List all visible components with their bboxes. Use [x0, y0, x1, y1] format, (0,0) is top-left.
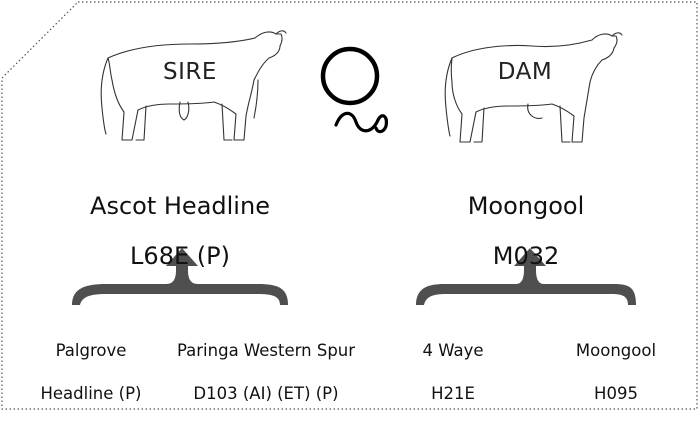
sire-gp2-line2: D103 (AI) (ET) (P) [193, 384, 339, 403]
dam-gp2-line1: Moongool [575, 341, 657, 360]
sire-grandparent-1: Palgrove Headline (P) [27, 320, 155, 425]
polled-symbol-icon [320, 46, 388, 134]
dam-name-line2: M032 [492, 242, 560, 270]
pedigree-graphics [1, 1, 698, 410]
dam-name: Moongool M032 [426, 172, 626, 291]
sire-gp1-line1: Palgrove [55, 341, 127, 360]
sire-grandparent-2: Paringa Western Spur D103 (AI) (ET) (P) [152, 320, 380, 425]
sire-name-line2: L68E (P) [130, 242, 230, 270]
dotted-frame [1, 1, 698, 410]
dam-name-line1: Moongool [467, 192, 585, 220]
sire-gp2-line1: Paringa Western Spur [176, 341, 356, 360]
dam-grandparent-1: 4 Waye H21E [398, 320, 508, 425]
dam-bracket-arrow [416, 248, 636, 305]
sire-name-line1: Ascot Headline [90, 192, 270, 220]
cow-outline-icon [444, 32, 623, 143]
pedigree-diagram: SIRE DAM Ascot Headline L68E (P) Moongoo… [1, 1, 698, 410]
dam-gp1-line2: H21E [431, 384, 475, 403]
dam-tag: DAM [497, 59, 553, 85]
dam-gp1-line1: 4 Waye [422, 341, 484, 360]
dam-grandparent-2: Moongool H095 [556, 320, 676, 425]
sire-bracket-arrow [72, 248, 288, 305]
sire-name: Ascot Headline L68E (P) [80, 172, 280, 291]
dam-gp2-line2: H095 [594, 384, 638, 403]
bull-outline-icon [100, 30, 287, 141]
sire-tag: SIRE [163, 59, 217, 85]
sire-gp1-line2: Headline (P) [40, 384, 142, 403]
